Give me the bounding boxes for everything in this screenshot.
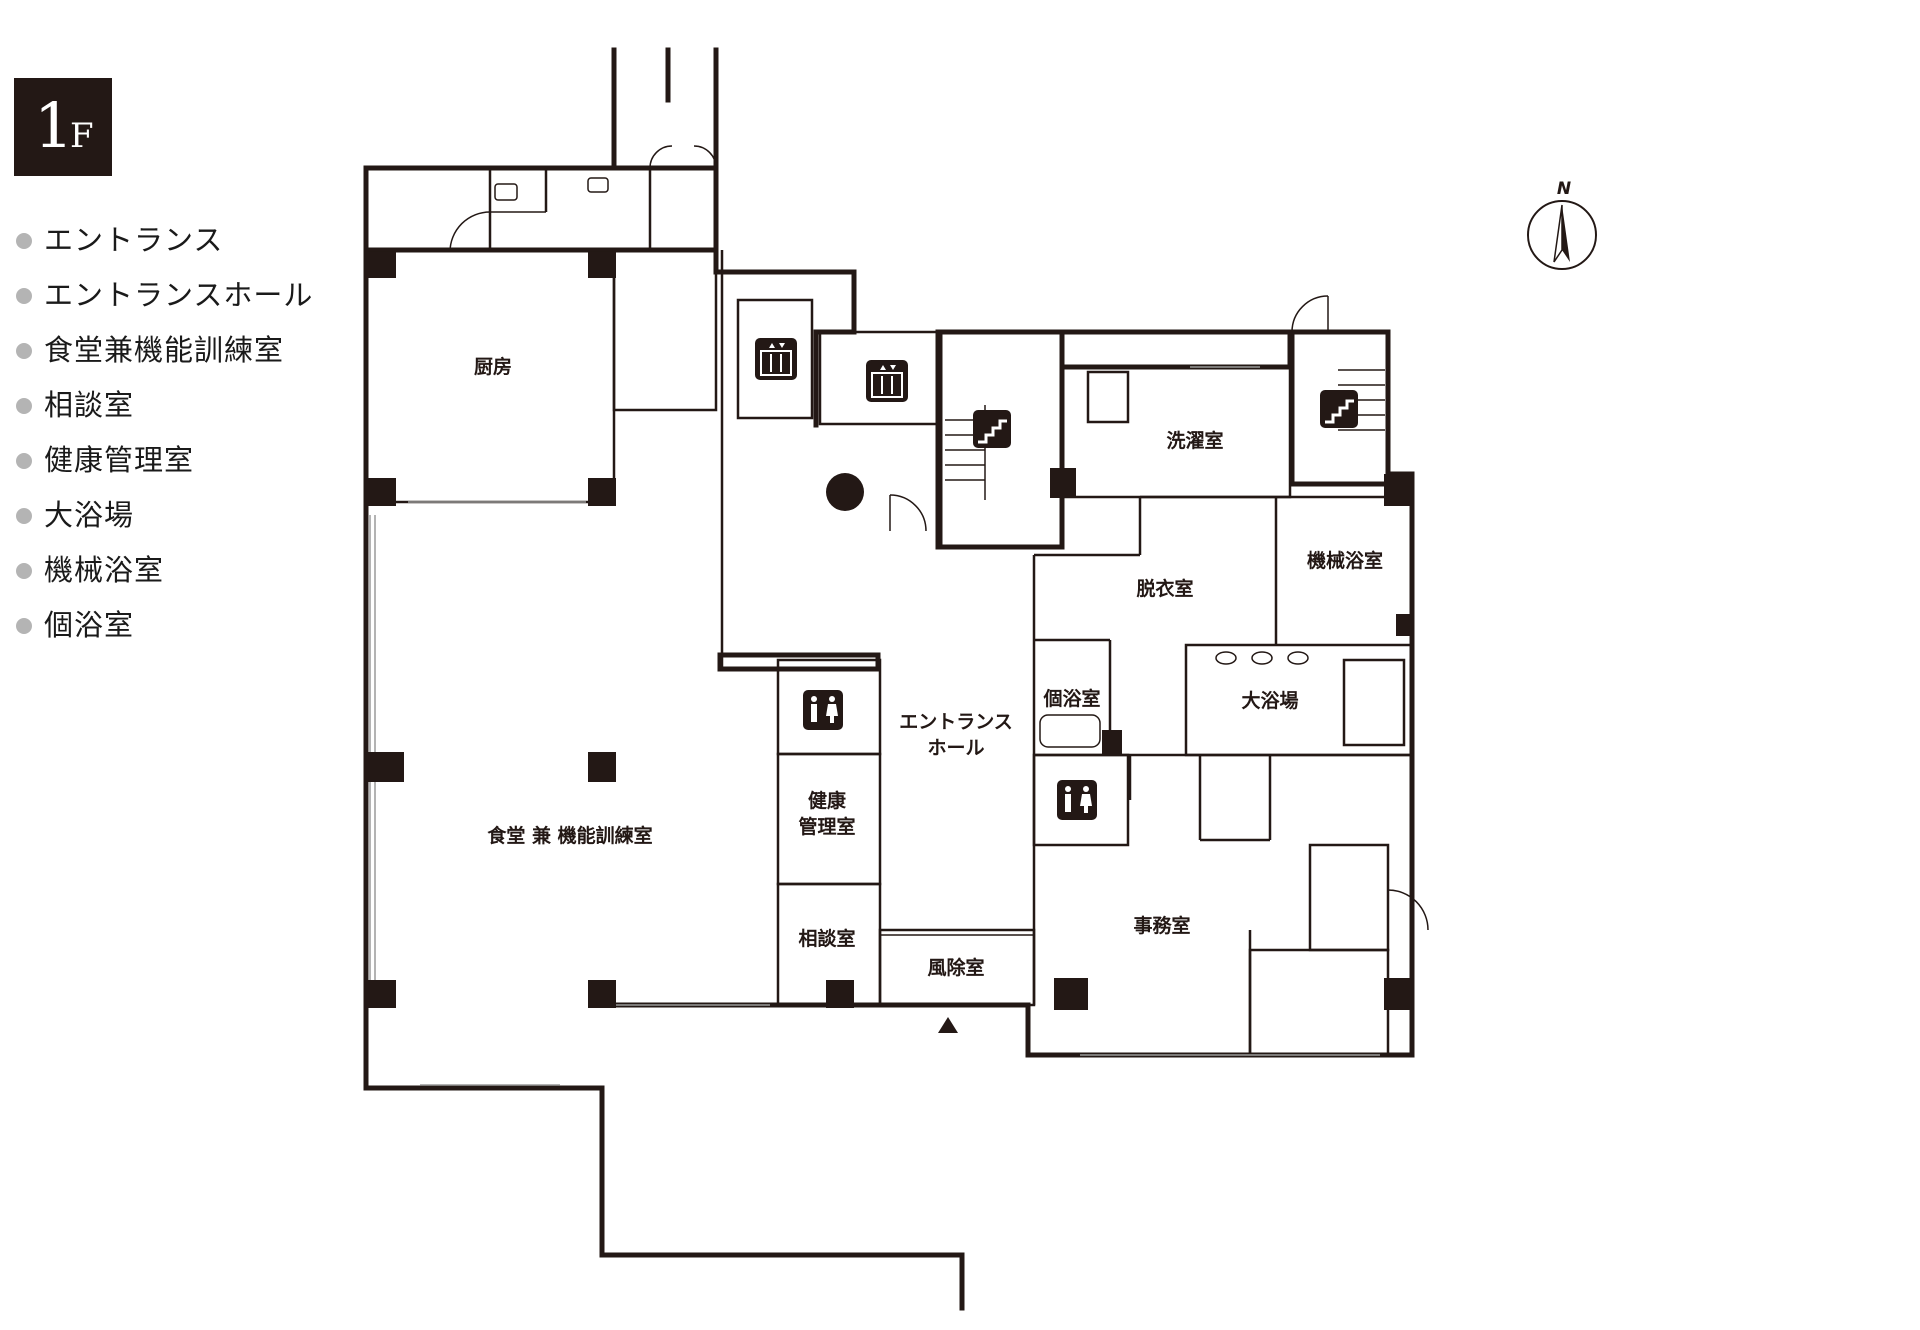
room-label-dressing: 脱衣室 — [1136, 577, 1193, 600]
room-label-entrance-hall-2: ホール — [927, 737, 984, 759]
legend-bullet — [16, 563, 32, 579]
legend-label: 健康管理室 — [44, 443, 195, 477]
room-label-private-bath: 個浴室 — [1042, 687, 1100, 710]
legend-item: エントランス — [16, 220, 313, 275]
legend-item: 機械浴室 — [16, 550, 313, 605]
approach-corridor — [611, 47, 719, 171]
room-label-large-bath: 大浴場 — [1241, 689, 1298, 712]
restroom-icon — [1057, 780, 1097, 820]
office-room — [1080, 755, 1429, 1057]
legend-label: エントランス — [44, 223, 224, 257]
room-label-machine-bath: 機械浴室 — [1307, 549, 1383, 572]
legend-label: 機械浴室 — [44, 553, 165, 587]
legend-bullet — [16, 618, 32, 634]
legend-label: エントランスホール — [44, 278, 314, 312]
legend-bullet — [16, 453, 32, 469]
stairs-icon — [973, 410, 1011, 448]
room-label-dining: 食堂 兼 機能訓練室 — [487, 824, 652, 847]
elevator-icon — [755, 338, 797, 380]
entrance-arrow-icon — [938, 1017, 958, 1033]
room-label-laundry: 洗濯室 — [1166, 429, 1223, 452]
room-label-consultation: 相談室 — [798, 927, 855, 950]
kitchen-room — [364, 248, 718, 504]
legend-bullet — [16, 508, 32, 524]
north-label: N — [1557, 179, 1571, 199]
legend-item: 大浴場 — [16, 495, 313, 550]
room-label-health-1: 健康 — [808, 789, 847, 812]
legend-bullet — [16, 288, 32, 304]
legend-bullet — [16, 343, 32, 359]
legend-item: エントランスホール — [16, 275, 313, 330]
room-label-office: 事務室 — [1133, 914, 1190, 937]
restroom-icon — [803, 690, 843, 730]
bath-block — [1032, 495, 1414, 1005]
legend-label: 相談室 — [44, 388, 135, 422]
north-arrow-icon: N — [1527, 179, 1597, 270]
restroom-west — [717, 652, 882, 756]
room-label-windbreak: 風除室 — [927, 956, 984, 979]
legend-item: 個浴室 — [16, 605, 313, 660]
floor-number: 1 — [34, 89, 74, 162]
stairs-icon — [1320, 390, 1358, 428]
elevator-icon — [866, 360, 908, 402]
legend-label: 大浴場 — [44, 498, 135, 532]
floor-badge: 1 F — [14, 78, 112, 176]
legend-item: 相談室 — [16, 385, 313, 440]
windbreak-room — [878, 928, 1036, 1007]
floor-unit: F — [70, 116, 94, 156]
legend-item: 健康管理室 — [16, 440, 313, 495]
legend-bullet — [16, 398, 32, 414]
dining-hall — [369, 250, 770, 1086]
north-annex — [363, 145, 719, 253]
legend-item: 食堂兼機能訓練室 — [16, 330, 313, 385]
room-label-health-2: 管理室 — [798, 815, 855, 838]
structural-columns — [366, 252, 1414, 1010]
building-outline — [363, 247, 1415, 1311]
legend-label: 個浴室 — [44, 608, 135, 642]
room-label-entrance-hall-1: エントランス — [899, 711, 1013, 733]
legend-label: 食堂兼機能訓練室 — [44, 333, 285, 367]
elevator-core — [719, 269, 940, 532]
room-legend: エントランス エントランスホール 食堂兼機能訓練室 相談室 健康管理室 大浴場 … — [16, 220, 313, 660]
legend-bullet — [16, 233, 32, 249]
restroom-east — [1032, 753, 1130, 847]
room-label-kitchen: 厨房 — [474, 355, 512, 378]
